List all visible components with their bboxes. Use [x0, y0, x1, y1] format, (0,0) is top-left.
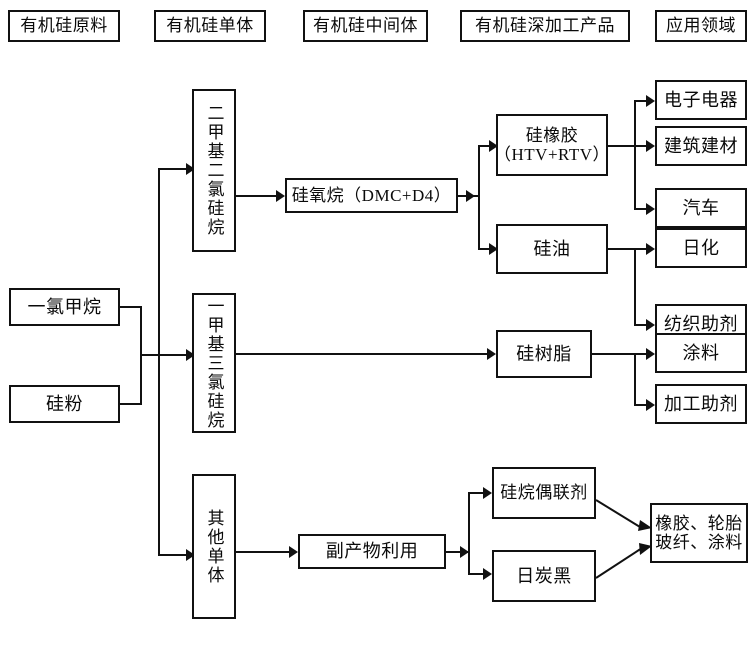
arrowhead-processing-aux [646, 399, 655, 411]
connector-to-silicone-rubber [478, 145, 494, 147]
silicone-rubber-line1: 硅橡胶 [525, 125, 579, 145]
connector-byproduct-out [446, 551, 470, 553]
node-silicone-oil: 硅油 [496, 224, 608, 274]
connector-to-dimethyl [158, 168, 190, 170]
connector-to-construction [634, 145, 652, 147]
arrowhead-to-other-monomer [186, 549, 195, 561]
connector-to-automotive [634, 208, 652, 210]
connector-monomer-split-bar [158, 168, 160, 556]
header-intermediates: 有机硅中间体 [303, 10, 428, 42]
connector-to-monomethyl [158, 354, 190, 356]
final-app-line2: 玻纤、涂料 [655, 533, 743, 552]
connector-to-electronics [634, 100, 652, 102]
arrowhead-silicone-oil [489, 243, 498, 255]
arrowhead-byproduct-out [460, 546, 469, 558]
node-silicon-powder: 硅粉 [9, 385, 120, 423]
node-methyltrichlorosilane: 一甲基三氯硅烷 [192, 293, 236, 433]
node-app-daily-chemical: 日化 [655, 228, 747, 268]
arrowhead-automotive [646, 203, 655, 215]
connector-oil-out [608, 248, 636, 250]
connector-chloromethane-out [120, 306, 142, 308]
node-silane-coupling-agent: 硅烷偶联剂 [492, 467, 596, 519]
connector-rubber-split-bar [634, 100, 636, 210]
node-app-electronics: 电子电器 [655, 80, 747, 120]
connector-to-carbon-black [468, 573, 488, 575]
connector-silicon-out [120, 403, 142, 405]
connector-oil-split-bar [634, 248, 636, 326]
arrowhead-construction [646, 140, 655, 152]
node-silicone-rubber: 硅橡胶 （HTV+RTV） [494, 114, 611, 176]
connector-other-to-byproduct [236, 551, 294, 553]
node-other-monomers: 其他单体 [192, 474, 236, 619]
connector-dimethyl-to-siloxane [236, 195, 281, 197]
connector-resin-out [592, 353, 636, 355]
arrowhead-siloxane-out [466, 190, 475, 202]
connector-to-daily-chemical [634, 248, 652, 250]
node-byproduct-utilization: 副产物利用 [298, 534, 446, 569]
connector-resin-split-bar [634, 353, 636, 406]
connector-to-silane-coupling [468, 492, 488, 494]
arrowhead-siloxane [276, 190, 285, 202]
arrowhead-textile-aux [646, 319, 655, 331]
arrowhead-carbon-black [483, 568, 492, 580]
arrowhead-daily-chemical [646, 243, 655, 255]
connector-byproduct-split-bar [468, 492, 470, 575]
header-monomers: 有机硅单体 [154, 10, 266, 42]
node-app-construction: 建筑建材 [655, 126, 747, 166]
node-dimethyldichlorosilane: 二甲基二氯硅烷 [192, 89, 236, 252]
node-app-processing-auxiliary: 加工助剂 [655, 384, 747, 424]
connector-siloxane-split-bar [478, 145, 480, 250]
header-applications: 应用领域 [655, 10, 747, 42]
final-app-line1: 橡胶、轮胎 [655, 513, 743, 533]
silicone-rubber-line2: （HTV+RTV） [494, 145, 611, 164]
node-siloxane: 硅氧烷（DMC+D4） [285, 178, 458, 213]
node-app-rubber-tire-fiberglass-coatings: 橡胶、轮胎 玻纤、涂料 [650, 503, 748, 563]
connector-rubber-out [608, 145, 636, 147]
node-chloromethane: 一氯甲烷 [9, 288, 120, 326]
node-app-coatings: 涂料 [655, 333, 747, 373]
header-raw-materials: 有机硅原料 [8, 10, 120, 42]
connector-to-silicone-oil [478, 248, 494, 250]
arrowhead-byproduct [289, 546, 298, 558]
connector-carbonblack-to-final [595, 540, 652, 579]
arrowhead-coatings [646, 348, 655, 360]
connector-to-other-monomer [158, 554, 190, 556]
arrowhead-silicone-resin [487, 348, 496, 360]
connector-to-coatings [634, 353, 652, 355]
connector-monomethyl-to-resin [236, 353, 490, 355]
arrowhead-to-dimethyl [186, 163, 195, 175]
arrowhead-silicone-rubber [489, 140, 498, 152]
arrowhead-to-monomethyl [186, 349, 195, 361]
node-silicone-resin: 硅树脂 [496, 330, 592, 378]
arrowhead-electronics [646, 95, 655, 107]
header-deep-processing: 有机硅深加工产品 [460, 10, 630, 42]
connector-silane-to-final [595, 499, 652, 534]
arrowhead-silane-coupling [483, 487, 492, 499]
node-app-automotive: 汽车 [655, 188, 747, 228]
node-carbon-black: 日炭黑 [492, 550, 596, 602]
connector-to-textile-aux [634, 324, 652, 326]
connector-to-processing-aux [634, 404, 652, 406]
